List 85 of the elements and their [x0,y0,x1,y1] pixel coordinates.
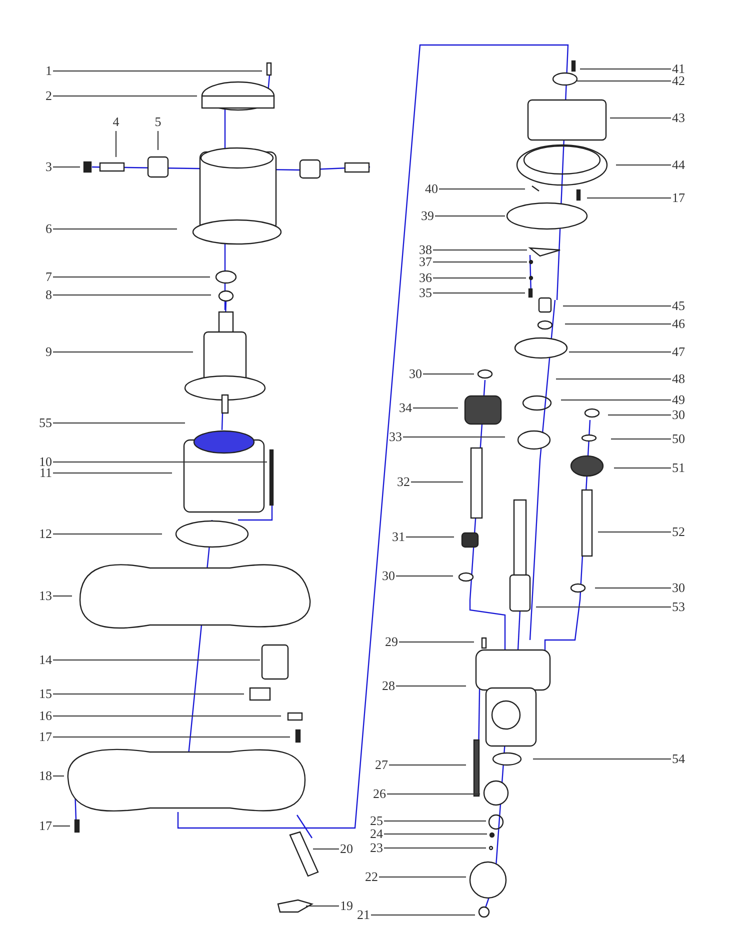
callout-number: 44 [672,158,685,172]
callout-number: 30 [672,581,685,595]
leader-line [52,70,262,72]
callout-number: 36 [419,271,432,285]
callout-number: 53 [672,600,685,614]
leader-line [438,188,526,190]
leader-line [388,764,466,766]
callout-number: 17 [39,730,52,744]
callout-number: 55 [39,416,52,430]
callout-number: 33 [389,430,402,444]
callout-number: 10 [39,455,52,469]
callout-number: 3 [46,160,52,174]
callout-number: 50 [672,432,685,446]
callout-number: 1 [46,64,52,78]
callout-number: 42 [672,74,685,88]
callout-number: 13 [39,589,52,603]
callout-number: 5 [154,115,162,129]
callout-number: 2 [46,89,52,103]
callout-number: 40 [425,182,438,196]
callout-number: 28 [382,679,395,693]
callout-number: 35 [419,286,432,300]
leader-line [370,914,476,916]
leader-line [616,164,672,166]
callout-number: 26 [373,787,386,801]
callout-number: 27 [375,758,388,772]
callout-number: 18 [39,769,52,783]
leader-line [52,228,178,230]
callout-number: 46 [672,317,685,331]
leader-line [52,276,210,278]
callout-number: 15 [39,687,52,701]
leader-line [576,80,672,82]
callout-number: 17 [672,191,685,205]
leader-line [378,876,466,878]
leader-line [406,536,454,538]
callout-number: 6 [46,222,52,236]
callout-number: 9 [46,345,52,359]
callout-number: 11 [39,466,52,480]
callout-number: 54 [672,752,685,766]
callout-number: 21 [357,908,370,922]
callout-number: 16 [39,709,52,723]
callout-number: 8 [46,288,52,302]
leader-line [402,436,506,438]
callout-number: 45 [672,299,685,313]
leader-line [52,736,290,738]
callout-number: 22 [365,870,378,884]
leader-line [532,758,672,760]
leader-line [52,166,80,168]
leader-line [52,294,212,296]
callout-number: 43 [672,111,685,125]
leader-line [52,422,186,424]
callout-number: 14 [39,653,52,667]
callout-number: 48 [672,372,685,386]
callout-number: 30 [672,408,685,422]
callout-number: 17 [39,819,52,833]
callout-number: 41 [672,62,685,76]
callout-number: 38 [419,243,432,257]
callout-number: 32 [397,475,410,489]
callout-number: 37 [419,255,432,269]
callout-number: 31 [392,530,405,544]
callout-number: 34 [399,401,412,415]
callout-number: 47 [672,345,685,359]
callout-number: 39 [421,209,434,223]
leader-line [556,378,672,380]
callout-number: 20 [340,842,353,856]
leader-line [432,292,526,294]
callout-number: 24 [370,827,383,841]
callout-number: 30 [382,569,395,583]
callout-number: 52 [672,525,685,539]
callout-number: 19 [340,899,353,913]
callout-number: 25 [370,814,383,828]
leader-line [536,606,672,608]
callout-number: 29 [385,635,398,649]
callout-number: 51 [672,461,685,475]
callout-number: 30 [409,367,422,381]
callout-number: 7 [46,270,52,284]
callout-number: 49 [672,393,685,407]
callout-number: 23 [370,841,383,855]
leader-line [52,472,172,474]
leader-line [312,848,340,850]
leader-line [610,438,672,440]
leader-line [580,68,672,70]
callout-number: 12 [39,527,52,541]
callout-number: 4 [112,115,120,129]
leader-line [608,414,672,416]
leader-line [384,820,486,822]
